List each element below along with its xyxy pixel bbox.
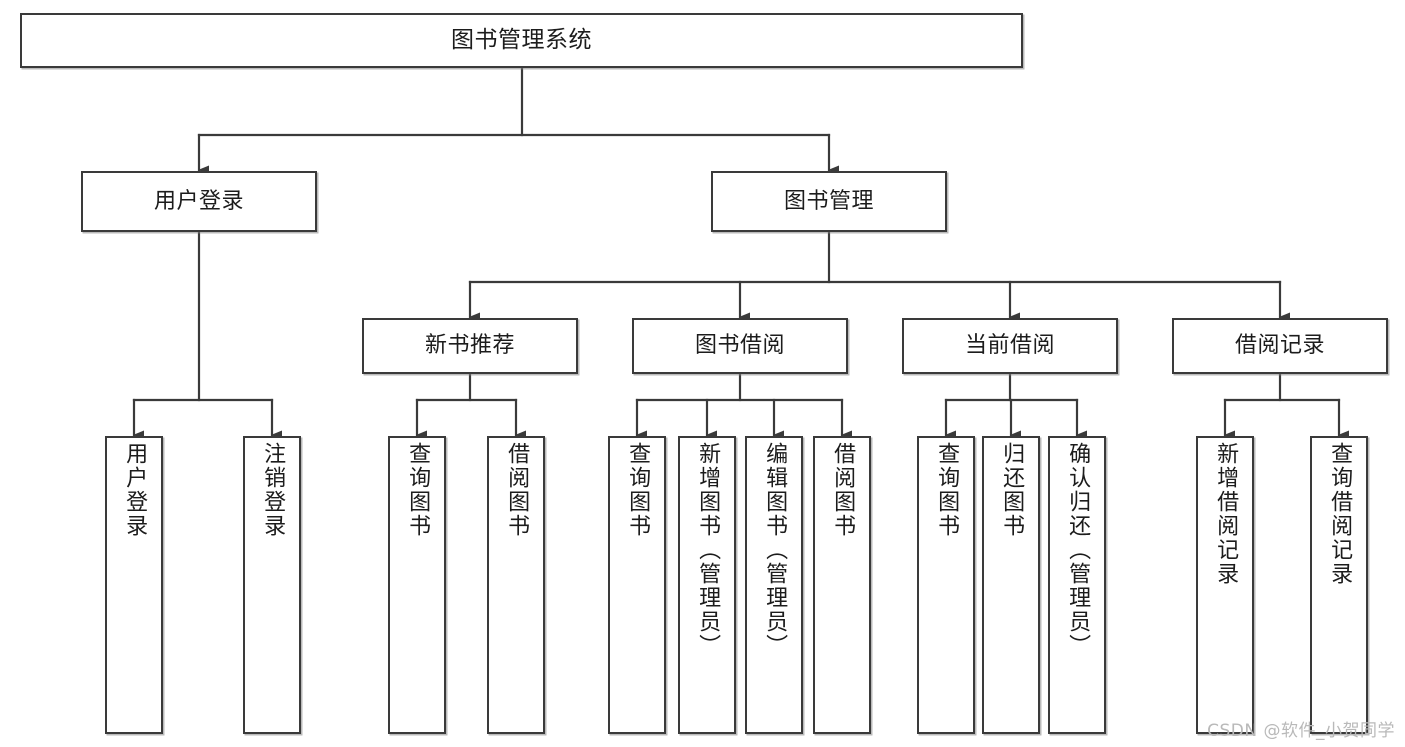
node-label: 当前借阅 <box>964 333 1055 359</box>
node-label: 图书管理系统 <box>451 27 592 54</box>
node-leaf-query-borrow-record[interactable]: 查询借阅记录 <box>1310 436 1368 734</box>
node-label: 查询图书 <box>934 442 960 538</box>
node-leaf-borrow-book-1[interactable]: 借阅图书 <box>487 436 545 734</box>
node-leaf-logout[interactable]: 注销登录 <box>243 436 301 734</box>
node-leaf-add-book-admin[interactable]: 新增图书（管理员） <box>678 436 736 734</box>
edge-group <box>132 66 1349 440</box>
node-label: 查询借阅记录 <box>1327 442 1353 586</box>
node-leaf-borrow-book-2[interactable]: 借阅图书 <box>813 436 871 734</box>
node-leaf-add-borrow-record[interactable]: 新增借阅记录 <box>1196 436 1254 734</box>
node-label: 查询图书 <box>625 442 651 538</box>
node-book-manage[interactable]: 图书管理 <box>711 171 947 232</box>
node-label: 用户登录 <box>153 188 244 214</box>
node-label: 归还图书 <box>999 442 1025 538</box>
node-user-login[interactable]: 用户登录 <box>81 171 317 232</box>
node-new-book-recommend[interactable]: 新书推荐 <box>362 318 578 374</box>
node-label: 借阅图书 <box>504 442 530 538</box>
node-label: 确认归还（管理员） <box>1065 442 1091 658</box>
node-book-borrow[interactable]: 图书借阅 <box>632 318 848 374</box>
node-label: 图书借阅 <box>694 333 785 359</box>
node-leaf-query-book-1[interactable]: 查询图书 <box>388 436 446 734</box>
node-label: 图书管理 <box>783 188 874 214</box>
node-leaf-user-login[interactable]: 用户登录 <box>105 436 163 734</box>
node-borrow-record[interactable]: 借阅记录 <box>1172 318 1388 374</box>
node-label: 注销登录 <box>260 442 286 538</box>
node-label: 新书推荐 <box>424 333 515 359</box>
node-label: 新增借阅记录 <box>1213 442 1239 586</box>
node-leaf-return-book[interactable]: 归还图书 <box>982 436 1040 734</box>
node-root[interactable]: 图书管理系统 <box>20 13 1023 68</box>
node-leaf-query-book-3[interactable]: 查询图书 <box>917 436 975 734</box>
node-label: 新增图书（管理员） <box>695 442 721 658</box>
node-label: 编辑图书（管理员） <box>762 442 788 658</box>
node-leaf-confirm-return-admin[interactable]: 确认归还（管理员） <box>1048 436 1106 734</box>
node-label: 借阅图书 <box>830 442 856 538</box>
node-current-borrow[interactable]: 当前借阅 <box>902 318 1118 374</box>
node-label: 借阅记录 <box>1234 333 1325 359</box>
node-label: 用户登录 <box>122 442 148 538</box>
node-leaf-edit-book-admin[interactable]: 编辑图书（管理员） <box>745 436 803 734</box>
node-leaf-query-book-2[interactable]: 查询图书 <box>608 436 666 734</box>
watermark-text: CSDN @软件_小贺同学 <box>1207 721 1395 741</box>
node-label: 查询图书 <box>405 442 431 538</box>
